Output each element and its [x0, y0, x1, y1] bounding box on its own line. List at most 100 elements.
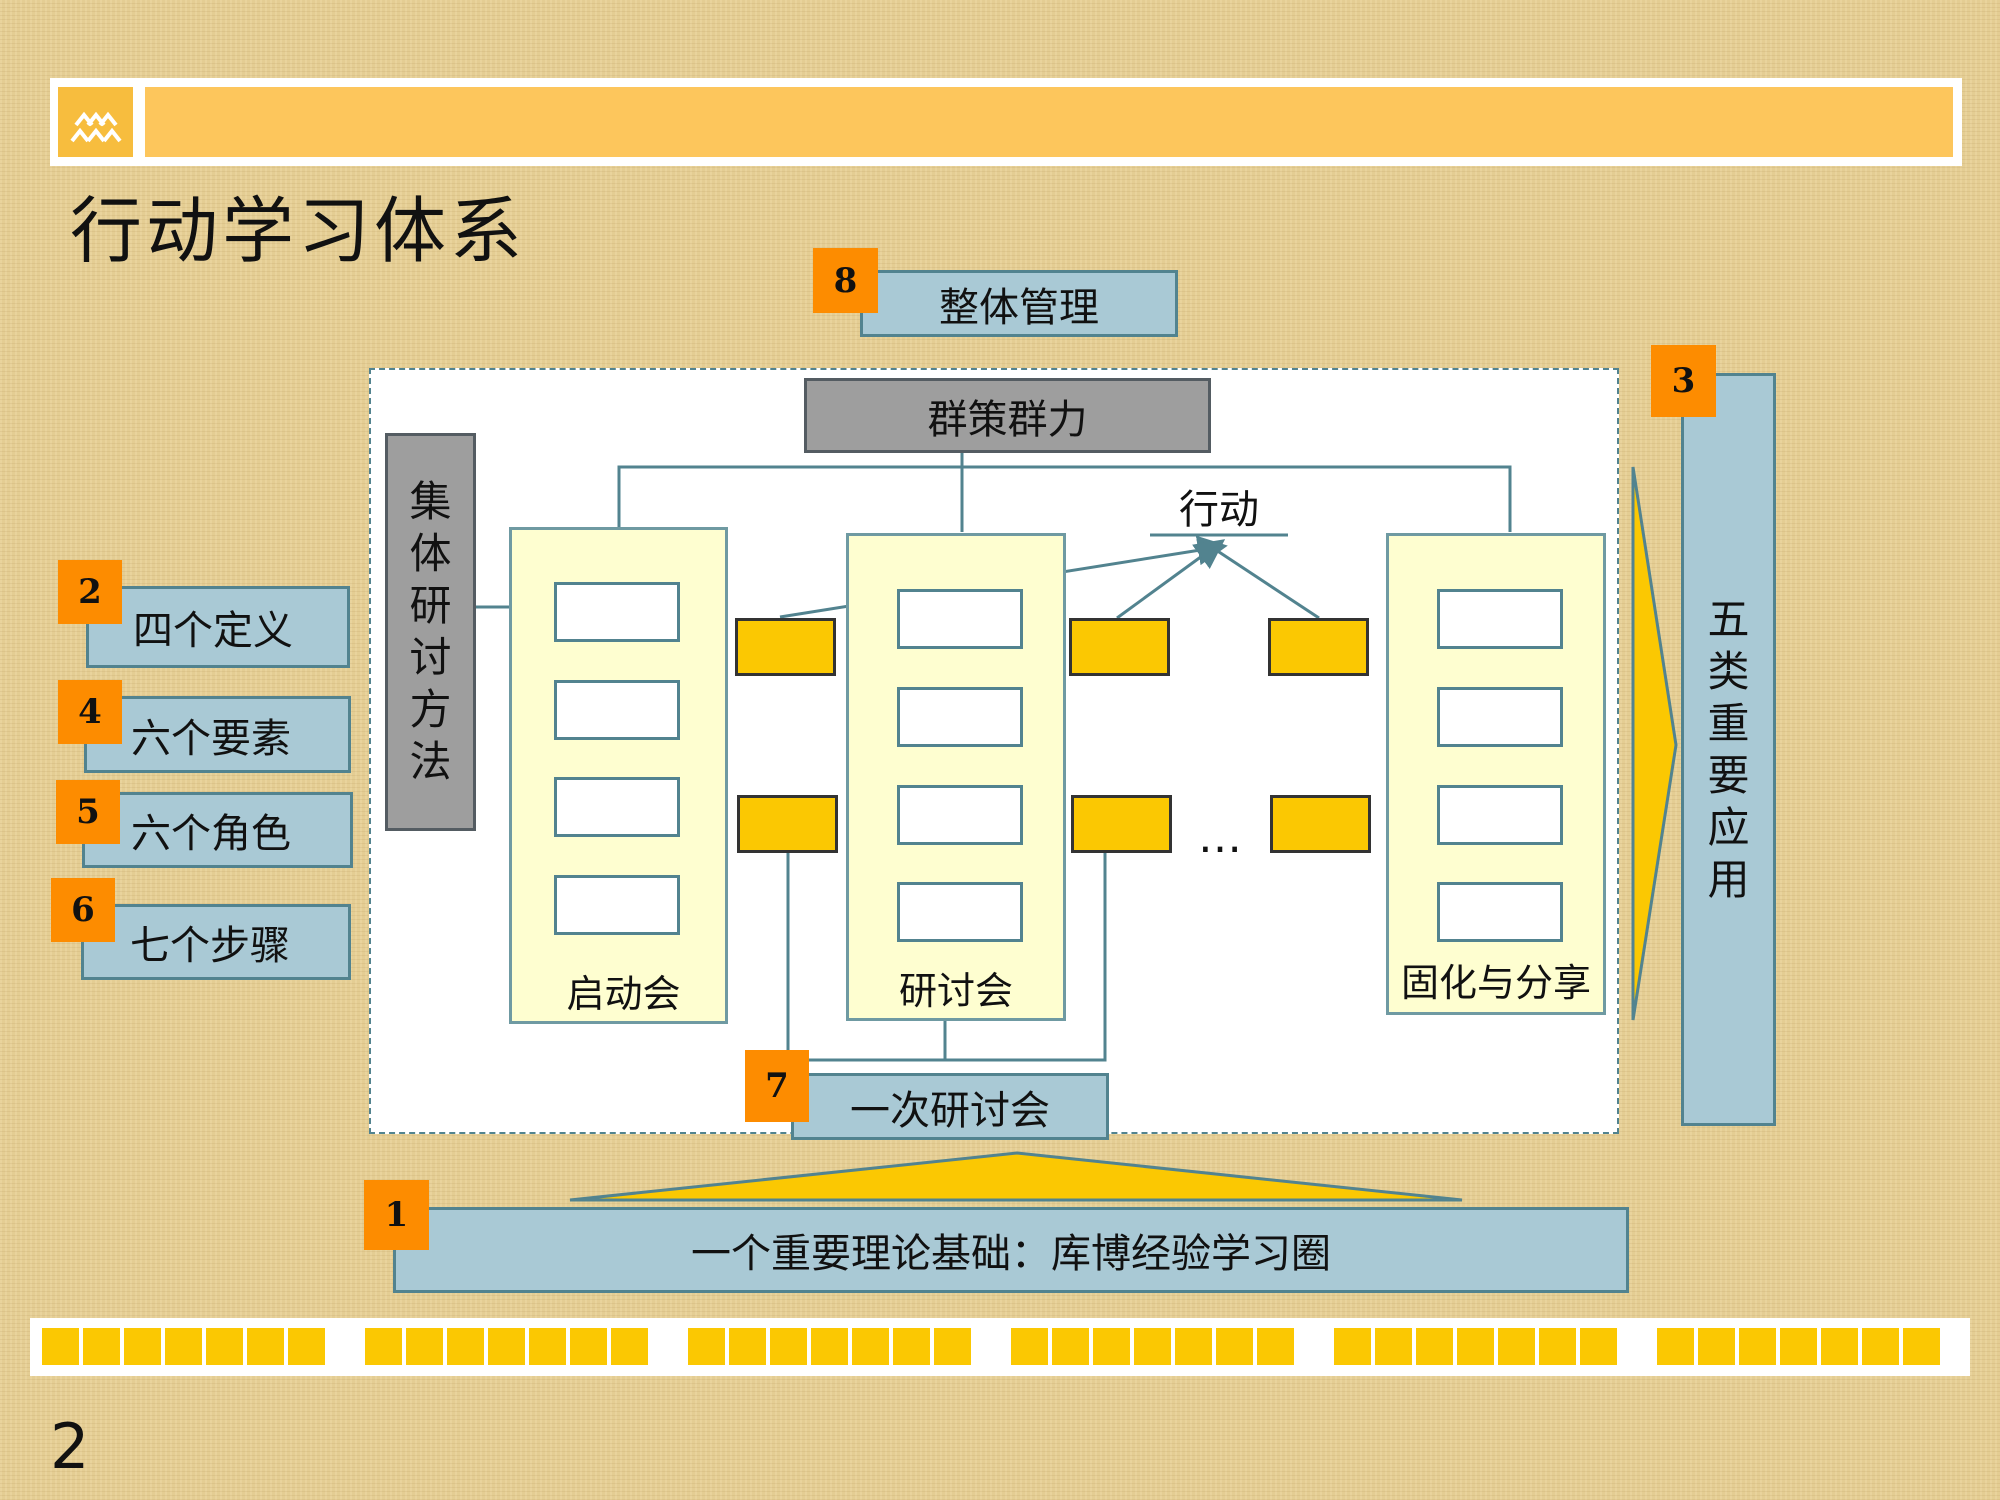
- four-definitions-box: 四个定义: [86, 586, 350, 668]
- seminar-label: 研讨会: [898, 968, 1013, 1013]
- stripe-square: [934, 1328, 971, 1365]
- stripe-square: [1334, 1328, 1371, 1365]
- stripe-square: [83, 1328, 120, 1365]
- stripe-square: [852, 1328, 889, 1365]
- yellow-box: [1268, 618, 1369, 676]
- vchar: 要: [1707, 750, 1750, 800]
- vchar: 法: [409, 737, 452, 786]
- page-title: 行动学习体系: [70, 189, 527, 273]
- stripe-square: [729, 1328, 766, 1365]
- stripe-square: [893, 1328, 930, 1365]
- stripe-square: [1903, 1328, 1940, 1365]
- step-box: [1437, 687, 1563, 747]
- stripe-square: [365, 1328, 402, 1365]
- stripe-square: [488, 1328, 525, 1365]
- five-applications-box: 五 类 重 要 应 用: [1681, 373, 1776, 1126]
- stripe-square: [1498, 1328, 1535, 1365]
- badge-2: 2: [58, 560, 122, 624]
- header-bar: [145, 87, 1953, 157]
- right-arrow-shape: [1631, 466, 1678, 1021]
- bottom-triangle-shape: [569, 1151, 1463, 1202]
- vchar: 五: [1707, 594, 1750, 644]
- stripe-square: [570, 1328, 607, 1365]
- badge-6: 6: [51, 878, 115, 942]
- vchar: 讨: [409, 633, 452, 682]
- theory-box: 一个重要理论基础：库博经验学习圈: [393, 1207, 1629, 1293]
- seven-steps-box: 七个步骤: [81, 904, 351, 980]
- stripe-square: [1257, 1328, 1294, 1365]
- vchar: 集: [409, 477, 452, 526]
- step-box: [1437, 882, 1563, 942]
- yellow-box: [1069, 618, 1170, 676]
- collective-method-box: 集 体 研 讨 方 法: [385, 433, 476, 831]
- group-power-box: 群策群力: [804, 378, 1211, 453]
- step-box: [554, 875, 680, 935]
- vchar: 方: [409, 685, 452, 734]
- stripe-square: [206, 1328, 243, 1365]
- yellow-box: [735, 618, 836, 676]
- stripe-square: [1580, 1328, 1617, 1365]
- kickoff-label: 启动会: [566, 971, 681, 1016]
- stripe-square: [1657, 1328, 1694, 1365]
- decorative-stripe: [30, 1318, 1970, 1376]
- stripe-square: [1134, 1328, 1171, 1365]
- badge-1: 1: [364, 1180, 429, 1250]
- step-box: [554, 582, 680, 642]
- yellow-box: [1071, 795, 1172, 853]
- stripe-square: [611, 1328, 648, 1365]
- stripe-square: [1698, 1328, 1735, 1365]
- vchar: 研: [409, 581, 452, 630]
- stripe-square: [811, 1328, 848, 1365]
- stripe-square: [1416, 1328, 1453, 1365]
- badge-5: 5: [56, 780, 120, 844]
- badge-4: 4: [58, 680, 122, 744]
- stripe-square: [288, 1328, 325, 1365]
- stripe-square: [406, 1328, 443, 1365]
- stripe-square: [1457, 1328, 1494, 1365]
- stripe-square: [1052, 1328, 1089, 1365]
- ellipsis-label: …: [1198, 811, 1242, 863]
- step-box: [897, 785, 1023, 845]
- stripe-square: [770, 1328, 807, 1365]
- vchar: 重: [1707, 698, 1750, 748]
- step-box: [554, 680, 680, 740]
- yellow-box: [1270, 795, 1371, 853]
- overall-management-box: 整体管理: [860, 270, 1178, 337]
- badge-8: 8: [813, 248, 878, 313]
- step-box: [1437, 589, 1563, 649]
- step-box: [897, 687, 1023, 747]
- stripe-square: [1739, 1328, 1776, 1365]
- badge-3: 3: [1651, 345, 1716, 417]
- logo: [58, 87, 133, 157]
- vchar: 体: [409, 529, 452, 578]
- action-label: 行动: [1179, 486, 1259, 533]
- six-elements-box: 六个要素: [84, 696, 351, 773]
- stripe-square: [1780, 1328, 1817, 1365]
- stripe-square: [1375, 1328, 1412, 1365]
- step-box: [897, 589, 1023, 649]
- stripe-square: [247, 1328, 284, 1365]
- stripe-square: [529, 1328, 566, 1365]
- stripe-square: [165, 1328, 202, 1365]
- stripe-square: [1539, 1328, 1576, 1365]
- stripe-square: [124, 1328, 161, 1365]
- step-box: [554, 777, 680, 837]
- step-box: [1437, 785, 1563, 845]
- six-roles-box: 六个角色: [82, 792, 353, 868]
- step-box: [897, 882, 1023, 942]
- vchar: 应: [1707, 802, 1750, 852]
- page-number: 2: [50, 1410, 90, 1483]
- stripe-square: [1216, 1328, 1253, 1365]
- stripe-square: [1011, 1328, 1048, 1365]
- consolidate-label: 固化与分享: [1400, 960, 1591, 1005]
- stripe-square: [447, 1328, 484, 1365]
- stripe-square: [1093, 1328, 1130, 1365]
- vchar: 类: [1707, 646, 1750, 696]
- one-seminar-box: 一次研讨会: [791, 1073, 1109, 1140]
- stripe-square: [1175, 1328, 1212, 1365]
- badge-7: 7: [745, 1050, 809, 1122]
- stripe-square: [42, 1328, 79, 1365]
- stripe-square: [688, 1328, 725, 1365]
- yellow-box: [737, 795, 838, 853]
